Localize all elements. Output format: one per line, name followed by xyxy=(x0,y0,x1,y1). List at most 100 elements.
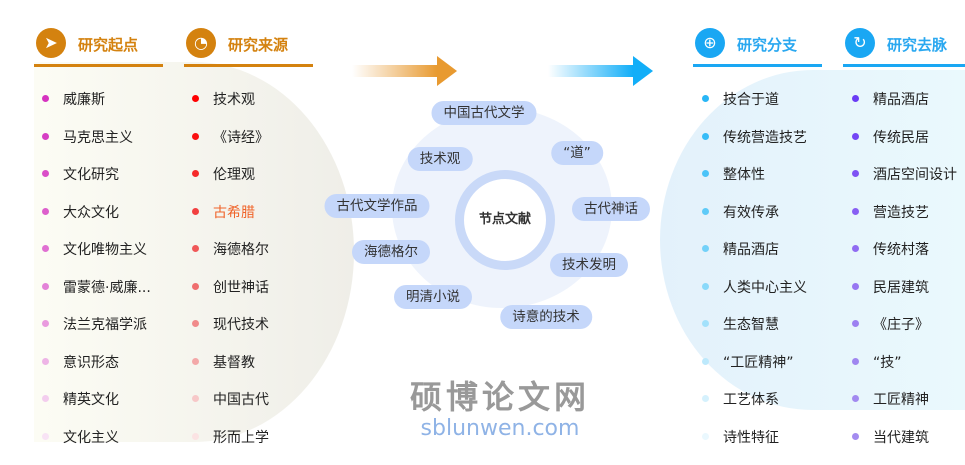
node-pill[interactable]: 明清小说 xyxy=(394,285,472,309)
list-item[interactable]: 大众文化 xyxy=(34,201,152,239)
node-pill[interactable]: “道” xyxy=(551,141,603,165)
left-background-shape xyxy=(34,62,354,442)
list-item[interactable]: 雷蒙德·威廉... xyxy=(34,276,152,314)
list-item[interactable]: 人类中心主义 xyxy=(694,276,812,314)
list-item-label: 民居建筑 xyxy=(873,279,929,296)
bullet-dot-icon xyxy=(42,245,49,252)
header-research-origin: ➤ 研究起点 xyxy=(34,26,163,67)
list-item-label: 整体性 xyxy=(723,167,765,183)
bullet-dot-icon xyxy=(42,282,49,290)
bullet-dot-icon xyxy=(42,320,49,327)
list-item[interactable]: 传统村落 xyxy=(844,238,962,276)
bullet-dot-icon xyxy=(852,207,859,215)
list-item[interactable]: 有效传承 xyxy=(694,201,812,239)
bullet-dot-icon xyxy=(852,95,859,102)
list-item[interactable]: 精品酒店 xyxy=(694,238,812,276)
list-item[interactable]: 精英文化 xyxy=(34,388,152,426)
list-item-label: 传统村落 xyxy=(873,242,929,258)
list-item[interactable]: 传统民居 xyxy=(844,126,962,164)
list-item[interactable]: 整体性 xyxy=(694,163,812,201)
bullet-dot-icon xyxy=(192,245,199,252)
bullet-dot-icon xyxy=(702,395,709,402)
bullet-dot-icon xyxy=(42,432,49,440)
bullet-dot-icon xyxy=(192,282,199,290)
list-item[interactable]: 法兰克福学派 xyxy=(34,313,152,351)
bullet-dot-icon xyxy=(702,95,709,102)
list-item[interactable]: 生态智慧 xyxy=(694,313,812,351)
list-item-label: 传统民居 xyxy=(873,129,929,146)
list-item[interactable]: 《诗经》 xyxy=(184,126,302,164)
list-item[interactable]: 海德格尔 xyxy=(184,238,302,276)
list-item[interactable]: 精品酒店 xyxy=(844,88,962,126)
list-item-label: 有效传承 xyxy=(723,204,779,221)
node-pill[interactable]: 技术观 xyxy=(407,147,473,171)
list-item[interactable]: 技合于道 xyxy=(694,88,812,126)
list-item[interactable]: 形而上学 xyxy=(184,426,302,464)
list-item[interactable]: “工匠精神” xyxy=(694,351,812,389)
list-column: 技合于道传统营造技艺整体性有效传承精品酒店人类中心主义生态智慧“工匠精神”工艺体… xyxy=(694,88,812,463)
bullet-dot-icon xyxy=(192,432,199,440)
send-icon: ➤ xyxy=(36,28,66,58)
list-item-label: 文化唯物主义 xyxy=(63,242,147,258)
header-research-branch: ⊕ 研究分支 xyxy=(693,26,822,67)
list-item-label: 文化研究 xyxy=(63,167,119,183)
refresh-circle-icon: ↻ xyxy=(845,28,875,58)
list-item[interactable]: 文化主义 xyxy=(34,426,152,464)
list-item-label: 当代建筑 xyxy=(873,429,929,446)
bullet-dot-icon xyxy=(702,357,709,365)
list-item[interactable]: “技” xyxy=(844,351,962,389)
bullet-dot-icon xyxy=(702,132,709,140)
header-title: 研究分支 xyxy=(737,36,798,54)
list-item[interactable]: 工艺体系 xyxy=(694,388,812,426)
bullet-dot-icon xyxy=(42,95,49,102)
node-pill[interactable]: 古代神话 xyxy=(572,197,650,221)
list-item-label: 《庄子》 xyxy=(873,317,929,333)
list-item[interactable]: 威廉斯 xyxy=(34,88,152,126)
node-pill[interactable]: 古代文学作品 xyxy=(324,194,430,218)
list-item[interactable]: 现代技术 xyxy=(184,313,302,351)
list-item[interactable]: 技术观 xyxy=(184,88,302,126)
list-item-label: 酒店空间设计 xyxy=(873,167,957,183)
list-item[interactable]: 创世神话 xyxy=(184,276,302,314)
node-pill[interactable]: 技术发明 xyxy=(550,253,628,277)
list-item[interactable]: 工匠精神 xyxy=(844,388,962,426)
list-item[interactable]: 传统营造技艺 xyxy=(694,126,812,164)
list-item[interactable]: 伦理观 xyxy=(184,163,302,201)
header-title: 研究来源 xyxy=(228,36,289,54)
list-item[interactable]: 古希腊 xyxy=(184,201,302,239)
arrow-right-orange-icon xyxy=(352,56,457,86)
list-item[interactable]: 营造技艺 xyxy=(844,201,962,239)
watermark-text: 硕博论文网 xyxy=(409,378,590,416)
list-item[interactable]: 中国古代 xyxy=(184,388,302,426)
header-title: 研究起点 xyxy=(78,36,139,54)
node-pill[interactable]: 海德格尔 xyxy=(352,240,430,264)
list-item-label: 现代技术 xyxy=(213,317,269,333)
bullet-dot-icon xyxy=(42,357,49,365)
bullet-dot-icon xyxy=(192,207,199,215)
node-pill[interactable]: 中国古代文学 xyxy=(431,101,537,125)
bullet-dot-icon xyxy=(852,432,859,440)
list-item-label: 诗性特征 xyxy=(723,429,779,446)
list-item-label: 精英文化 xyxy=(63,392,119,408)
list-item[interactable]: 意识形态 xyxy=(34,351,152,389)
bullet-dot-icon xyxy=(702,282,709,290)
bullet-dot-icon xyxy=(192,170,199,177)
bullet-dot-icon xyxy=(852,357,859,365)
bullet-dot-icon xyxy=(852,245,859,252)
list-item[interactable]: 文化唯物主义 xyxy=(34,238,152,276)
list-item[interactable]: 民居建筑 xyxy=(844,276,962,314)
bullet-dot-icon xyxy=(42,170,49,177)
node-pill[interactable]: 诗意的技术 xyxy=(500,305,592,329)
list-item[interactable]: 马克思主义 xyxy=(34,126,152,164)
list-item[interactable]: 诗性特征 xyxy=(694,426,812,464)
bullet-dot-icon xyxy=(702,170,709,177)
list-item[interactable]: 酒店空间设计 xyxy=(844,163,962,201)
list-item[interactable]: 基督教 xyxy=(184,351,302,389)
list-item[interactable]: 《庄子》 xyxy=(844,313,962,351)
center-node[interactable]: 节点文献 xyxy=(455,170,555,270)
list-item-label: 雷蒙德·威廉... xyxy=(63,279,151,296)
bullet-dot-icon xyxy=(192,95,199,102)
list-item[interactable]: 文化研究 xyxy=(34,163,152,201)
list-item-label: 精品酒店 xyxy=(723,242,779,258)
list-item[interactable]: 当代建筑 xyxy=(844,426,962,464)
